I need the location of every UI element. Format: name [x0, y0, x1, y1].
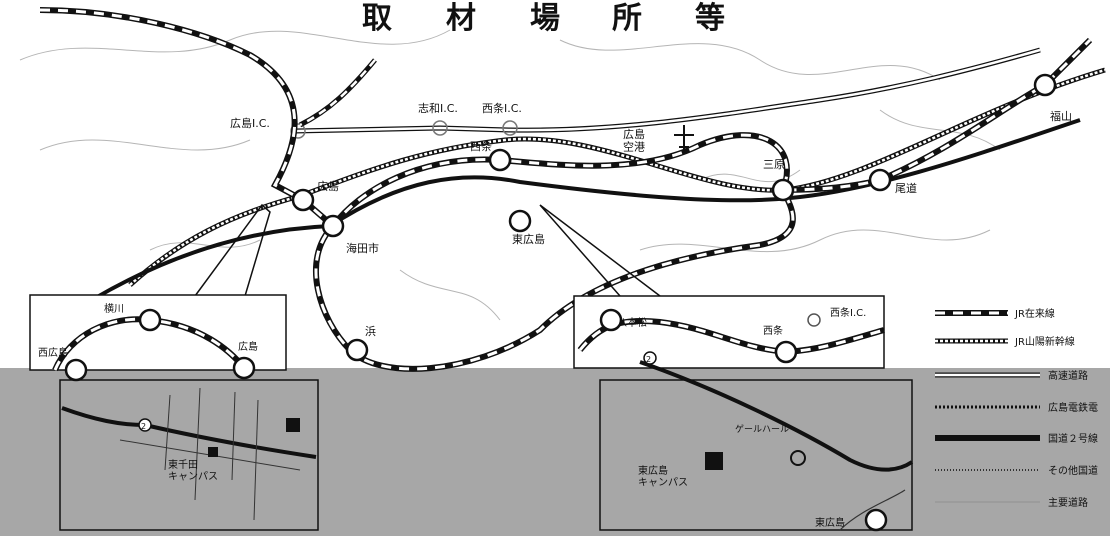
label-saijo: 西条 [470, 139, 492, 153]
heading-char-5: 等 [695, 1, 725, 36]
inset-hiroshima-campus: 2 横川 西広島 広島 東千田キャンパス [29, 294, 319, 531]
inset-station-higashi-hiroshima [864, 508, 888, 532]
heading-char-2: 材 [446, 1, 476, 36]
legend-label-expressway: 高速道路 [1048, 369, 1088, 382]
map-heading: 取 材 場 所 等 [362, 1, 725, 36]
inset-route-marker [138, 418, 152, 432]
inset-hall-marker [790, 450, 806, 466]
station-hiroshima [291, 188, 315, 212]
legend-label-shinkansen: JR山陽新幹線 [1014, 335, 1075, 348]
legend-label-hiroden: 広島電鉄電 [1048, 401, 1098, 414]
terrain-lines [19, 29, 1001, 321]
inset-label-hiroshima: 広島 [238, 340, 258, 353]
inset-campus-marker-2 [705, 452, 723, 470]
label-hiroshima-ic: 広島I.C. [230, 116, 270, 130]
inset-label-higashi-hiroshima: 東広島 [815, 516, 845, 529]
inset-station-yokogawa [138, 308, 162, 332]
inset-interchange-marker [807, 313, 821, 327]
heading-char-4: 所 [612, 1, 642, 36]
legend-item-other-road: その他国道 [935, 464, 1098, 477]
route-2-road [58, 118, 1081, 322]
station-kaitaichi [321, 214, 345, 238]
station-higashi-hiroshima [508, 209, 532, 233]
label-hiroshima: 広島 [317, 179, 339, 193]
inset-route-marker-2 [643, 351, 657, 365]
main-map-labels: 広島I.C. 志和I.C. 西条I.C. 西条 広島空港 福山 三原 尾道 広島… [230, 101, 1072, 338]
label-onomichi: 尾道 [895, 181, 917, 195]
inset-label-campus: 東広島キャンパス [638, 464, 688, 489]
label-kaitaichi: 海田市 [346, 241, 379, 255]
inset-label-saijo-ic: 西条I.C. [830, 306, 866, 319]
lower-gray-band [0, 368, 1110, 536]
inset-label-gourd-hall: ゲールハール [735, 423, 789, 435]
airplane-icon [674, 125, 694, 150]
station-mihara [771, 178, 795, 202]
interchange-markers [290, 120, 518, 139]
legend-item-expressway: 高速道路 [935, 369, 1088, 382]
inset-station-nishi-hiroshima [64, 358, 88, 382]
legend-item-hiroden: 広島電鉄電 [935, 401, 1098, 414]
inset-station-hiroshima [232, 356, 256, 380]
label-shiwa-ic: 志和I.C. [418, 102, 458, 115]
heading-char-1: 取 [362, 1, 392, 36]
label-higashi-hiroshima: 東広島 [512, 232, 545, 246]
interchange-saijo [502, 120, 518, 136]
inset-building-marker [286, 418, 300, 432]
inset-label-campus: 東千田キャンパス [168, 458, 218, 483]
legend-item-jr-local: JR在来線 [935, 307, 1055, 320]
inset-station-saijo [774, 340, 798, 364]
station-onomichi [868, 168, 892, 192]
legend-label-jr-local: JR在来線 [1014, 307, 1055, 320]
inset-label-nishi-hiroshima: 西広島 [38, 346, 68, 359]
label-hiroshima-airport: 広島空港 [623, 127, 645, 154]
inset-label-yokogawa: 横川 [104, 302, 124, 315]
map-legend: JR在来線 JR山陽新幹線 高速道路 広島電鉄電 国道２号線 [935, 307, 1098, 509]
legend-item-main-road: 主要道路 [935, 496, 1088, 509]
interchange-hiroshima [290, 123, 306, 139]
station-hama [345, 338, 369, 362]
shinkansen-line [128, 67, 1106, 287]
expressway [294, 47, 1041, 134]
inset-campus-marker [208, 447, 218, 457]
legend-item-route2: 国道２号線 [935, 432, 1098, 445]
jr-local-line [39, 7, 1093, 372]
legend-item-shinkansen: JR山陽新幹線 [935, 335, 1075, 348]
legend-label-main-road: 主要道路 [1048, 496, 1088, 509]
label-fukuyama: 福山 [1050, 109, 1072, 123]
label-mihara: 三原 [763, 158, 785, 171]
callout-pointers [194, 203, 661, 297]
station-saijo [488, 148, 512, 172]
interchange-shiwa [432, 120, 448, 136]
inset-higashi-hiroshima-campus: 2 八本松 西条 西条I.C. ゲールハール 東広島キャンパス 東広島 [573, 295, 914, 532]
heading-char-3: 場 [530, 1, 560, 36]
label-saijo-ic: 西条I.C. [482, 101, 522, 115]
label-hama: 浜 [365, 325, 376, 338]
inset-label-saijo: 西条 [763, 324, 783, 337]
legend-label-other-road: その他国道 [1048, 464, 1098, 477]
legend-label-route2: 国道２号線 [1048, 432, 1098, 445]
inset-route-number: 2 [141, 422, 146, 431]
inset-label-hachihonmatsu: 八本松 [617, 316, 647, 329]
inset-route-number-2: 2 [646, 355, 651, 364]
station-fukuyama [1033, 73, 1057, 97]
